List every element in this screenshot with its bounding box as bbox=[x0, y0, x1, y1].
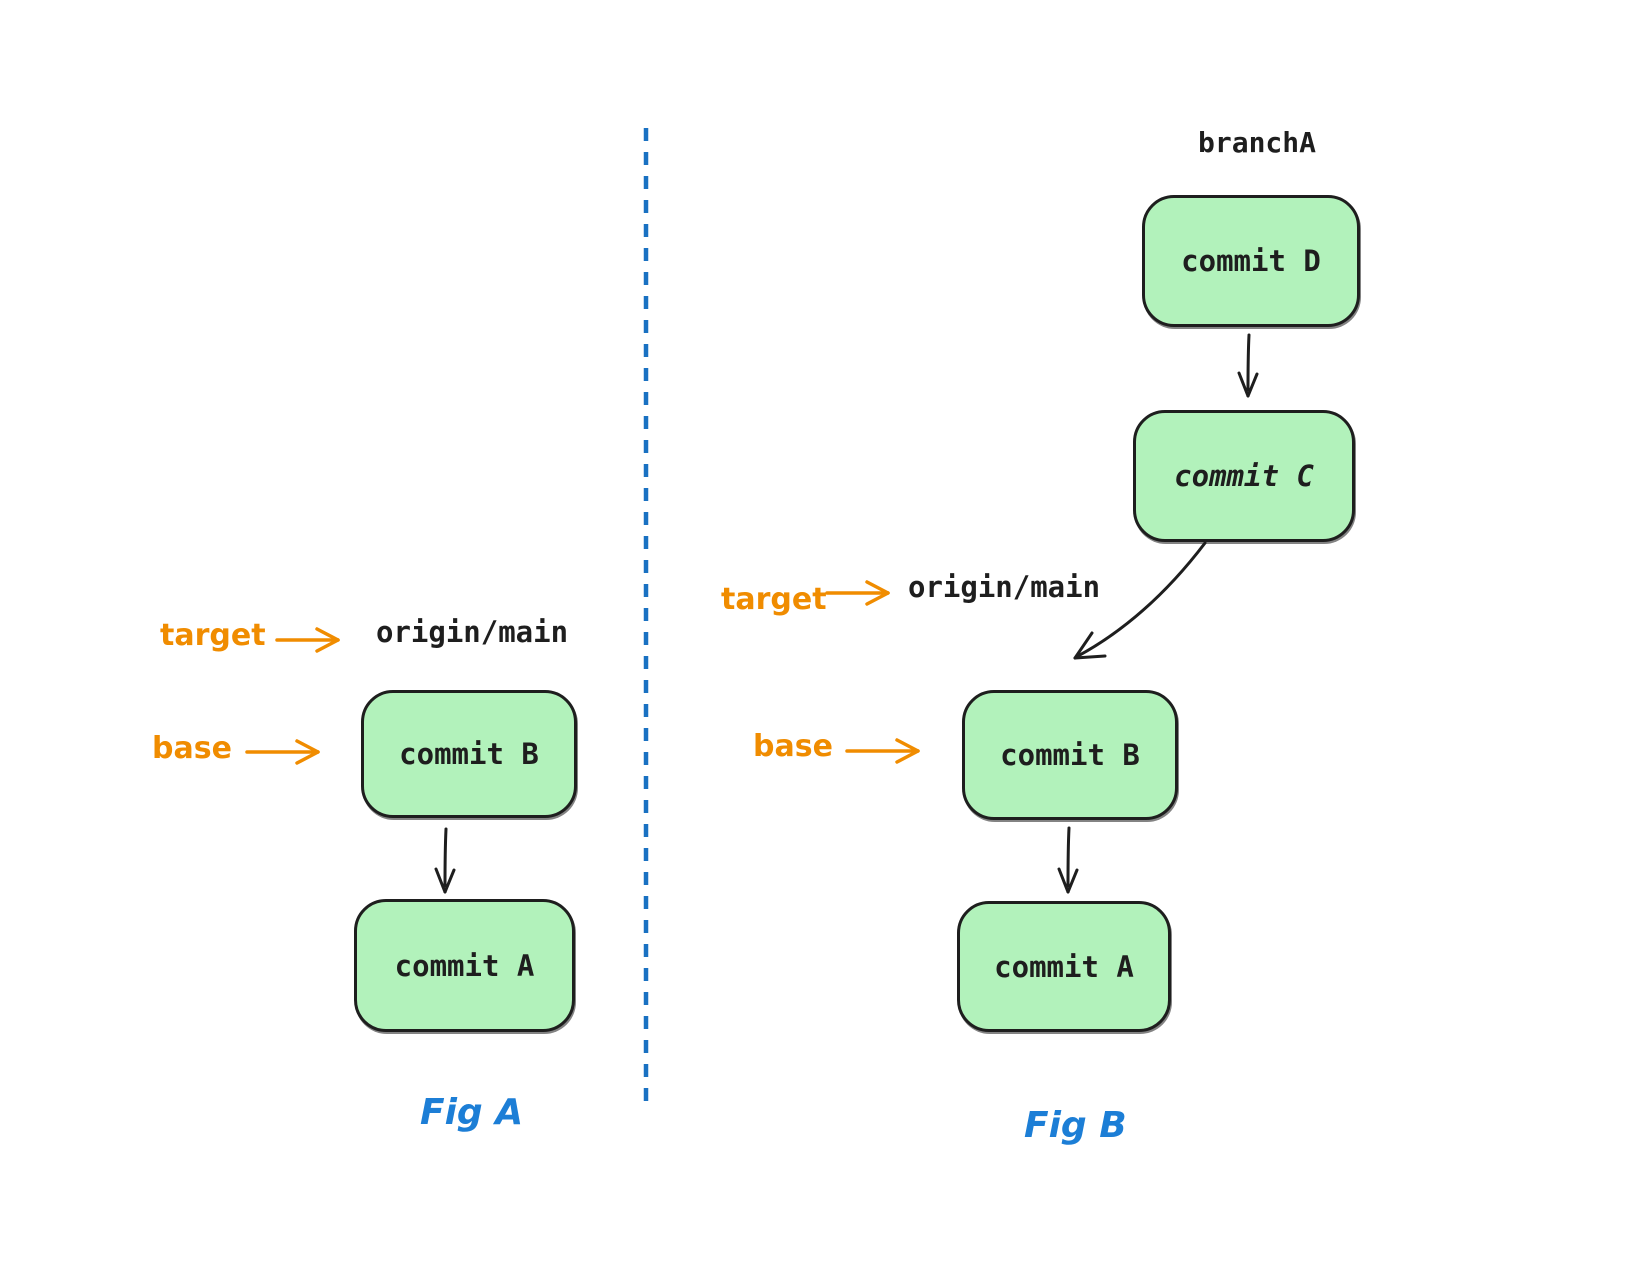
figb-edge-commitD-commitC-arrow bbox=[1237, 333, 1259, 398]
figa-target-label: target bbox=[160, 618, 266, 653]
figa-commit-b-label: commit B bbox=[399, 737, 539, 771]
figa-origin-main-ref-label: origin/main bbox=[376, 615, 569, 649]
figa-caption: Fig A bbox=[420, 1092, 524, 1133]
figa-target-pointer-arrow bbox=[275, 627, 340, 653]
figb-target-label: target bbox=[721, 582, 827, 617]
figa-commit-a-label: commit A bbox=[394, 948, 535, 983]
figb-commit-b-label: commit B bbox=[1000, 738, 1140, 772]
figa-commit-b-node: commit B bbox=[361, 690, 577, 818]
figb-base-label: base bbox=[753, 729, 833, 764]
figa-commit-a-node: commit A bbox=[354, 899, 575, 1032]
figa-base-pointer-arrow bbox=[245, 739, 320, 765]
figb-edge-commitB-commitA-arrow bbox=[1057, 826, 1079, 894]
figb-base-pointer-arrow bbox=[845, 738, 920, 764]
figb-commit-d-label: commit D bbox=[1181, 244, 1321, 278]
figb-commit-a-label: commit A bbox=[994, 949, 1134, 984]
figb-caption: Fig B bbox=[1024, 1105, 1127, 1146]
figb-commit-c-label: commit C bbox=[1174, 459, 1314, 493]
figb-commit-c-node: commit C bbox=[1133, 410, 1355, 542]
figb-commit-d-node: commit D bbox=[1142, 195, 1360, 327]
figb-origin-main-ref-label: origin/main bbox=[908, 570, 1101, 604]
figb-target-pointer-arrow bbox=[825, 580, 890, 606]
figb-branch-a-label: branchA bbox=[1198, 126, 1317, 159]
figb-commit-a-node: commit A bbox=[957, 901, 1171, 1032]
figa-base-label: base bbox=[152, 731, 232, 766]
figb-commit-b-node: commit B bbox=[962, 690, 1178, 820]
figa-edge-commitB-commitA-arrow bbox=[434, 827, 456, 894]
